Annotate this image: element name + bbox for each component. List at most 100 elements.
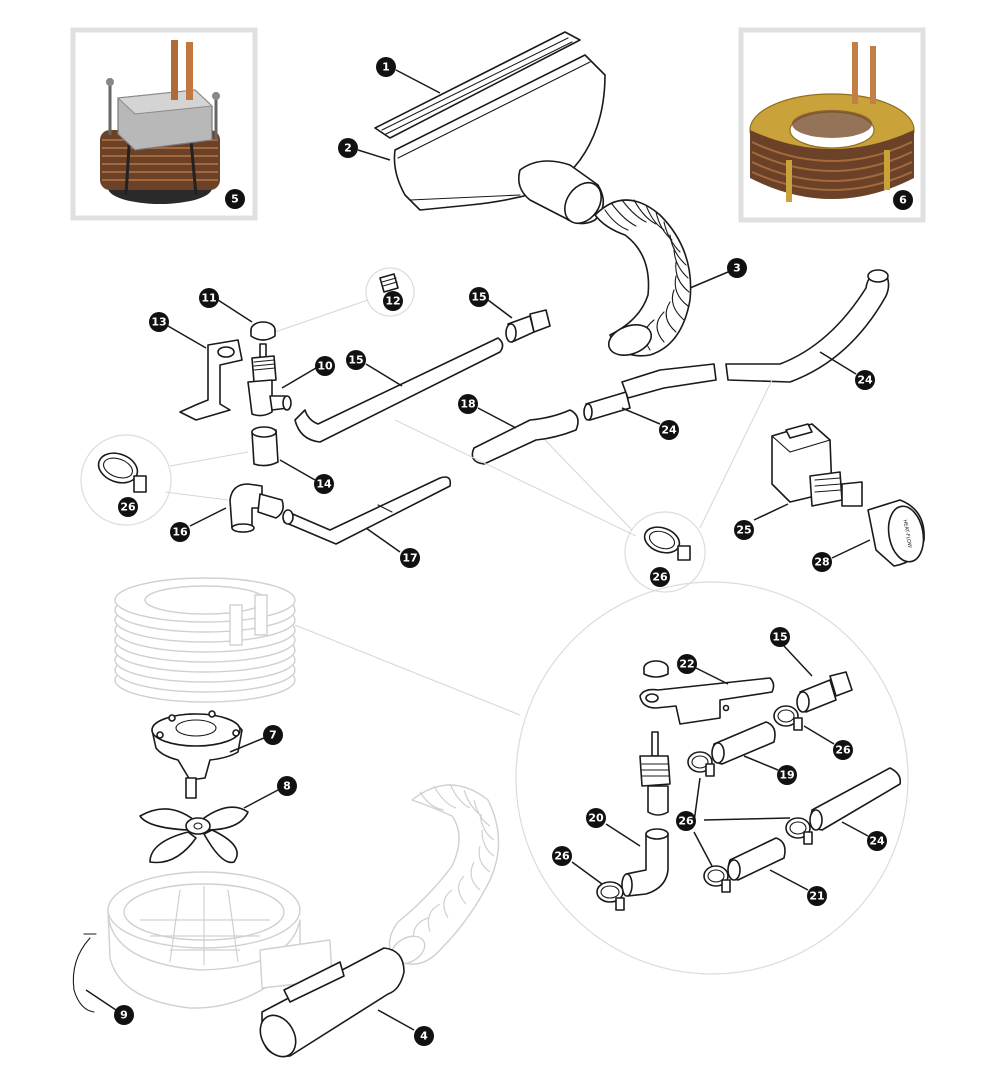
svg-text:28: 28 (814, 556, 829, 569)
mounting-bracket: 13 (149, 312, 243, 421)
heater-coil-ghost (114, 577, 521, 716)
svg-text:4: 4 (420, 1030, 428, 1043)
callout-15-detail: 15 (770, 627, 790, 647)
svg-text:15: 15 (471, 291, 486, 304)
svg-text:26: 26 (835, 744, 851, 757)
callout-4: 4 (414, 1026, 434, 1046)
hose-clamp-detail-left: 26 (80, 434, 249, 526)
callout-23: 22 (677, 654, 697, 674)
callout-2: 2 (338, 138, 358, 158)
callout-27: 25 (734, 520, 754, 540)
svg-text:10: 10 (317, 360, 333, 373)
callout-10: 10 (315, 356, 335, 376)
fan-blade: 8 (139, 776, 297, 864)
callout-12: 12 (383, 291, 403, 311)
hose-clamp-detail-middle: 26 (394, 379, 773, 593)
callout-26-middle: 26 (650, 567, 670, 587)
callout-9: 9 (114, 1005, 134, 1025)
callout-17: 16 (170, 522, 190, 542)
svg-text:11: 11 (201, 292, 216, 305)
hose-fitting-top: 15 (469, 287, 551, 343)
svg-text:26: 26 (678, 815, 694, 828)
callout-16: 15 (346, 350, 366, 370)
callout-13: 13 (149, 312, 169, 332)
callout-25: 24 (855, 370, 875, 390)
svg-text:26: 26 (554, 850, 570, 863)
valve-elbow: 20 (586, 808, 669, 897)
callout-6: 6 (893, 190, 913, 210)
svg-text:25: 25 (736, 524, 751, 537)
control-knob: 11 (199, 288, 276, 341)
svg-text:21: 21 (809, 890, 824, 903)
heater-hose-upper: 15 (294, 337, 504, 443)
heater-hose-right: 24 (725, 269, 890, 390)
callout-24-top: 24 (659, 420, 679, 440)
callout-22: 21 (807, 886, 827, 906)
callout-3: 3 (727, 258, 747, 278)
callout-26-detail-b: 26 (676, 811, 696, 831)
air-duct-tube: 4 (259, 947, 434, 1058)
svg-text:2: 2 (344, 142, 352, 155)
callout-14: 14 (314, 474, 334, 494)
callout-21: 20 (586, 808, 606, 828)
svg-text:3: 3 (733, 262, 741, 275)
valve-assembly-detail: 22 15 26 (515, 581, 909, 975)
svg-text:26: 26 (120, 501, 136, 514)
callout-19: 18 (458, 394, 478, 414)
svg-text:6: 6 (899, 194, 907, 207)
hose-fitting-detail: 15 (770, 627, 853, 713)
svg-text:7: 7 (269, 729, 277, 742)
svg-text:24: 24 (857, 374, 873, 387)
switch-knob: HEAT-FLOW 28 (812, 499, 925, 572)
svg-text:12: 12 (385, 295, 400, 308)
svg-text:1: 1 (382, 61, 390, 74)
callout-5: 5 (225, 189, 245, 209)
flexible-hose-top: 3 (594, 199, 747, 357)
callout-15-top: 15 (469, 287, 489, 307)
flexible-hose-lower-ghost (388, 783, 500, 965)
defroster-duct: 2 (338, 54, 606, 225)
valve-tube-lower: 21 (727, 837, 827, 906)
callout-26-left: 26 (118, 497, 138, 517)
callout-11: 11 (199, 288, 219, 308)
connector-tube-top: 24 (583, 363, 717, 440)
svg-text:15: 15 (772, 631, 787, 644)
callout-24-detail: 24 (867, 831, 887, 851)
svg-text:22: 22 (679, 658, 694, 671)
heater-switch: 25 (734, 423, 863, 540)
control-valve: 10 (247, 343, 335, 417)
hose-coupler: 14 (251, 426, 334, 494)
defroster-vent-grille: 1 (374, 31, 581, 139)
elbow-hose: 16 (170, 483, 284, 542)
svg-text:13: 13 (151, 316, 166, 329)
callout-26-detail-a: 26 (833, 740, 853, 760)
callout-1: 1 (376, 57, 396, 77)
callout-20: 19 (777, 765, 797, 785)
svg-text:8: 8 (283, 780, 291, 793)
valve-tube-right: 24 (809, 767, 902, 851)
svg-text:5: 5 (231, 193, 239, 206)
svg-text:20: 20 (588, 812, 604, 825)
svg-text:26: 26 (652, 571, 668, 584)
callout-18: 17 (400, 548, 420, 568)
svg-text:18: 18 (460, 398, 475, 411)
photo-inset-heater-coil: 6 (738, 27, 926, 223)
valve-body-detail (639, 731, 671, 816)
knob-label: HEAT-FLOW (902, 519, 913, 548)
valve-bracket: 22 (639, 654, 775, 725)
fan-housing-ghost (107, 871, 333, 1009)
svg-text:14: 14 (316, 478, 332, 491)
callout-7: 7 (263, 725, 283, 745)
photo-inset-heater-core-assembly: 5 (70, 27, 258, 221)
svg-text:19: 19 (779, 769, 794, 782)
svg-text:9: 9 (120, 1009, 128, 1022)
callout-28: 28 (812, 552, 832, 572)
svg-text:16: 16 (172, 526, 188, 539)
retaining-clip: 9 (72, 933, 134, 1025)
fan-motor: 7 (151, 710, 283, 799)
svg-text:24: 24 (661, 424, 677, 437)
valve-tube-upper: 19 (711, 721, 797, 785)
svg-text:24: 24 (869, 835, 885, 848)
set-screw-detail: 12 (274, 267, 415, 333)
